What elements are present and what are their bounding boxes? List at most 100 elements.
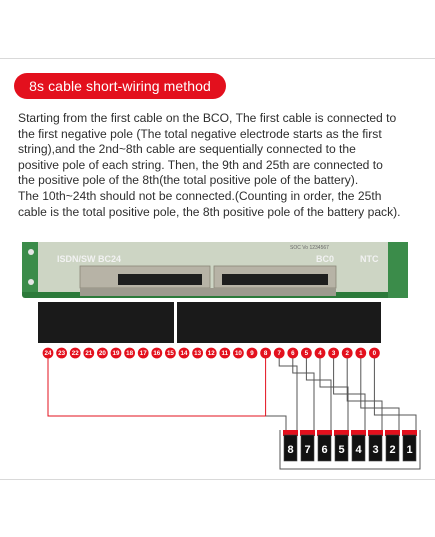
pin-badge: 14 bbox=[178, 347, 190, 359]
cell-body bbox=[385, 434, 400, 462]
mounting-hole bbox=[28, 279, 34, 285]
pin-badge: 21 bbox=[83, 347, 95, 359]
pin-badge: 10 bbox=[233, 347, 244, 359]
cell-terminal bbox=[351, 430, 366, 436]
section-title: 8s cable short-wiring method bbox=[29, 78, 211, 94]
cell-wire bbox=[373, 358, 417, 430]
pin-number: 4 bbox=[318, 350, 322, 357]
connector-slot bbox=[118, 274, 202, 285]
cell-number: 4 bbox=[355, 444, 362, 456]
pin-number: 16 bbox=[153, 350, 160, 357]
cell-number: 6 bbox=[321, 444, 327, 456]
pin-badge-circle bbox=[260, 347, 271, 359]
pin-badge-circle bbox=[178, 347, 190, 359]
pin-badge-circle bbox=[301, 347, 312, 359]
pin-badge: 22 bbox=[69, 347, 81, 359]
plug-housing-right bbox=[177, 302, 381, 343]
pin-badge-circle bbox=[97, 347, 108, 359]
cell-number: 8 bbox=[287, 444, 293, 456]
pack-outline-wire bbox=[279, 430, 421, 470]
description-line: the positive pole of the 8th(the total p… bbox=[18, 173, 359, 188]
pin-number: 7 bbox=[277, 350, 281, 357]
pin-badge: 3 bbox=[328, 347, 339, 359]
pin-badge-circle bbox=[42, 347, 54, 359]
pin-badge: 15 bbox=[165, 347, 176, 359]
pin-number: 19 bbox=[113, 350, 120, 357]
cell-wire bbox=[333, 358, 366, 430]
pin-badge-circle bbox=[192, 347, 204, 359]
board-fine-print: SOC Vo 1234567 bbox=[290, 245, 329, 251]
pin-badge-circle bbox=[137, 347, 149, 359]
description-line: string),and the 2nd~8th cable are sequen… bbox=[18, 142, 356, 157]
pin-badge: 23 bbox=[56, 347, 67, 359]
cell-body bbox=[300, 434, 315, 462]
battery-cell: 3 bbox=[368, 430, 383, 462]
pin-badge-circle bbox=[341, 347, 353, 359]
pin-number: 11 bbox=[222, 350, 229, 357]
top-divider bbox=[0, 58, 435, 59]
pin-badge-circle bbox=[328, 347, 339, 359]
board-label-bc24: ISDN/SW BC24 bbox=[57, 254, 121, 264]
pin-badge: 13 bbox=[192, 347, 204, 359]
pin-badge: 11 bbox=[219, 347, 231, 359]
pin-number: 9 bbox=[250, 350, 254, 357]
pin-badge-circle bbox=[83, 347, 95, 359]
description-line: the first negative pole (The total negat… bbox=[18, 126, 382, 141]
battery-cell: 1 bbox=[402, 430, 417, 462]
pin-badge-circle bbox=[219, 347, 231, 359]
battery-cell: 7 bbox=[300, 430, 315, 462]
pin-number: 15 bbox=[167, 350, 174, 357]
pin-badge: 7 bbox=[273, 347, 285, 359]
cell-terminal bbox=[368, 430, 383, 436]
pin-badge: 12 bbox=[205, 347, 217, 359]
battery-cell: 5 bbox=[334, 430, 349, 462]
pin-number: 14 bbox=[181, 350, 188, 357]
battery-cell: 8 bbox=[283, 430, 298, 462]
pin-number: 2 bbox=[345, 350, 349, 357]
pin-badge-circle bbox=[110, 347, 122, 359]
pin-number: 22 bbox=[72, 350, 79, 357]
pin-badge: 19 bbox=[110, 347, 122, 359]
pin-badge-circle bbox=[355, 347, 367, 359]
bottom-divider bbox=[0, 479, 435, 480]
board-pcb-strip bbox=[22, 242, 38, 292]
section-title-badge: 8s cable short-wiring method bbox=[14, 73, 226, 99]
pin-badge: 24 bbox=[42, 347, 54, 359]
cell-number: 5 bbox=[338, 444, 344, 456]
cell-terminal bbox=[283, 430, 298, 436]
pin-badge-circle bbox=[314, 347, 326, 359]
cell-body bbox=[351, 434, 366, 462]
pin-number: 1 bbox=[359, 350, 363, 357]
pin-number: 6 bbox=[291, 350, 295, 357]
cell-number: 3 bbox=[372, 444, 378, 456]
pin-badge: 0 bbox=[369, 347, 380, 359]
pin-number: 10 bbox=[235, 350, 242, 357]
cell-wire bbox=[278, 358, 298, 430]
pin-badge-circle bbox=[165, 347, 176, 359]
pin-number: 13 bbox=[194, 350, 201, 357]
description-line: positive pole of each string. Then, the … bbox=[18, 157, 383, 172]
pin-number: 3 bbox=[332, 350, 336, 357]
cell-body bbox=[402, 434, 417, 462]
pin-number: 17 bbox=[140, 350, 147, 357]
cell-terminal bbox=[402, 430, 417, 436]
cell-terminal bbox=[300, 430, 315, 436]
description-line: cable is the total positive pole, the 8t… bbox=[18, 204, 401, 219]
cell-wire bbox=[360, 358, 400, 430]
cell-body bbox=[334, 434, 349, 462]
pin-badge-circle bbox=[233, 347, 244, 359]
pin-number: 5 bbox=[305, 350, 309, 357]
wiring-description: Starting from the first cable on the BCO… bbox=[18, 111, 430, 220]
pin-badge-circle bbox=[205, 347, 217, 359]
pin-badge: 4 bbox=[314, 347, 326, 359]
pin-badge: 5 bbox=[301, 347, 312, 359]
pin-badge: 20 bbox=[97, 347, 108, 359]
plug-housing-left bbox=[38, 302, 174, 343]
pin-badge-circle bbox=[124, 347, 135, 359]
pin-number: 0 bbox=[373, 350, 377, 357]
connector-slot bbox=[222, 274, 328, 285]
pin-number: 23 bbox=[58, 350, 65, 357]
mounting-hole bbox=[28, 249, 34, 255]
bridge-wire-24-to-8 bbox=[47, 358, 267, 417]
